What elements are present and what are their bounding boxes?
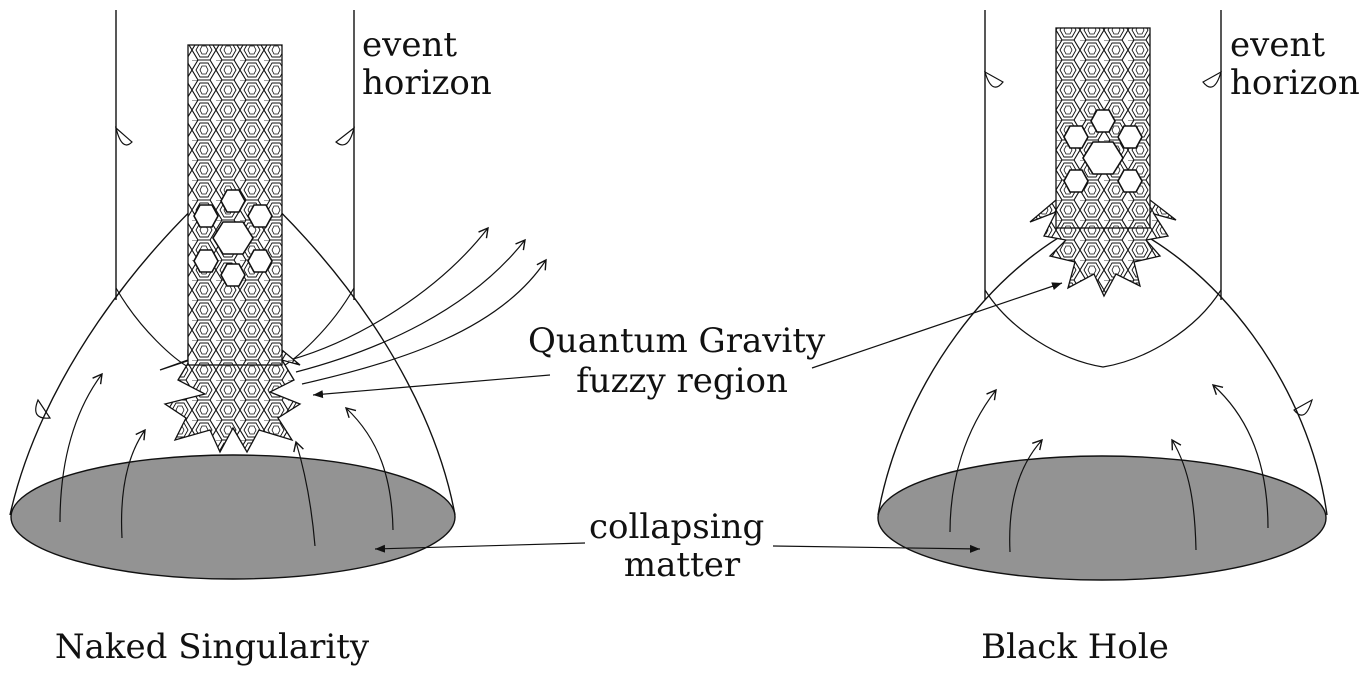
worldline-arrow [1009,438,1043,553]
pointer-quantum-left [312,374,551,399]
escaping-ray [289,226,489,361]
quantum-gravity-region-left [159,44,302,454]
pointer-matter-right [772,544,981,553]
naked-singularity-diagram [9,10,547,580]
worldline-arrow [1211,384,1269,529]
black-hole-diagram [877,10,1328,581]
event-horizon-label-left: event horizon [362,25,492,103]
quantum-gravity-region-right [1029,27,1177,298]
light-cone-icon [35,398,52,419]
hex-core [1063,109,1143,193]
hex-core [193,189,273,287]
inner-horizon-curve [279,287,355,369]
light-cone-icon [114,126,133,146]
escaping-ray [301,258,547,385]
naked-singularity-caption: Naked Singularity [55,627,370,667]
quantum-gravity-label: Quantum Gravity fuzzy region [528,321,836,401]
escaping-ray [295,238,526,373]
worldline-arrow [120,428,146,539]
worldline-arrow [59,372,103,523]
pointer-quantum-right [811,282,1063,369]
light-cone-icon [1202,70,1222,88]
light-cone-icon [984,70,1004,88]
light-cone-icon [1293,398,1313,416]
event-horizon-label-right: event horizon [1230,25,1360,103]
worldline-arrow [1171,438,1197,551]
worldline-arrow [344,407,394,531]
light-cone-icon [335,126,356,146]
worldline-arrow [293,440,316,547]
worldline-arrow [949,388,997,533]
collapsing-matter-ellipse [10,454,456,580]
inner-horizon-curve [115,287,191,369]
inner-horizon-curve [984,289,1222,368]
collapsing-matter-ellipse [877,455,1327,581]
black-hole-caption: Black Hole [981,627,1169,667]
pointer-matter-left [374,542,586,553]
collapsing-matter-label: collapsing matter [589,507,775,585]
